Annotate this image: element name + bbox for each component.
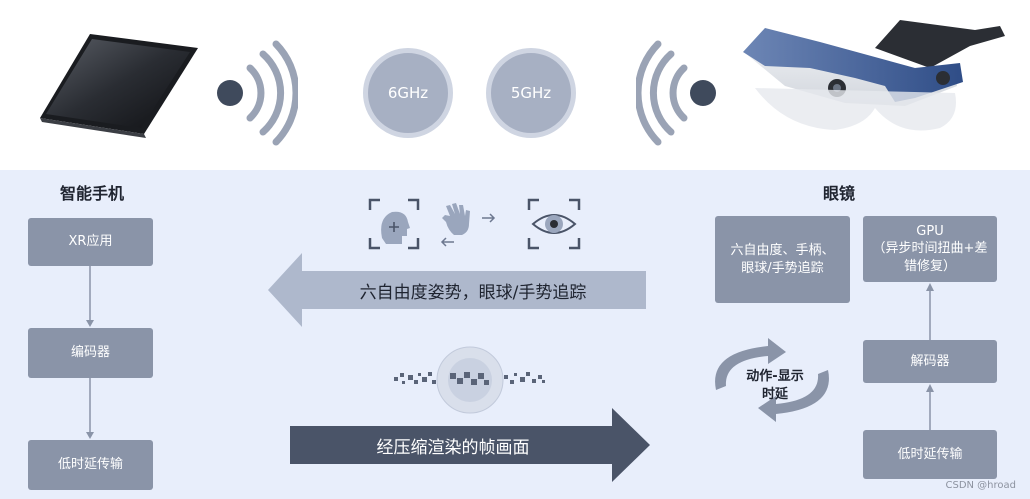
hand-gesture-icon: [438, 202, 502, 248]
low-latency-transport-box-right: 低时延传输: [863, 430, 997, 479]
upstream-arrow-label: 六自由度姿势，眼球/手势追踪: [300, 271, 646, 309]
decoder-box: 解码器: [863, 340, 997, 383]
low-latency-transport-box-left: 低时延传输: [28, 440, 153, 490]
connector-transport-to-decoder: [924, 383, 936, 430]
tracking-box: 六自由度、手柄、 眼球/手势追踪: [715, 216, 850, 303]
wifi-waves-right-icon: [636, 40, 698, 146]
xr-glasses-image: [725, 8, 1015, 168]
glasses-section-title: 眼镜: [823, 180, 855, 204]
gpu-box: GPU （异步时间扭曲+差 错修复）: [863, 216, 997, 282]
latency-cycle-label: 动作-显示 时延: [730, 368, 820, 403]
smartphone-section-title: 智能手机: [60, 180, 124, 204]
downstream-arrow-label: 经压缩渲染的帧画面: [290, 426, 616, 464]
connector-encoder-to-transport: [84, 378, 96, 440]
connector-decoder-to-gpu: [924, 282, 936, 340]
wifi-waves-left-icon: [236, 40, 298, 146]
signal-dot-right: [690, 80, 716, 106]
compressed-frame-icon: [392, 345, 548, 415]
encoder-box: 编码器: [28, 328, 153, 378]
frequency-5ghz-badge: 5GHz: [486, 48, 576, 138]
smartphone-image: [22, 30, 202, 140]
connector-app-to-encoder: [84, 266, 96, 328]
xr-app-box: XR应用: [28, 218, 153, 266]
head-tracking-icon: [368, 198, 420, 250]
eye-tracking-icon: [527, 198, 581, 250]
frequency-6ghz-badge: 6GHz: [363, 48, 453, 138]
watermark: CSDN @hroad: [945, 480, 1016, 491]
